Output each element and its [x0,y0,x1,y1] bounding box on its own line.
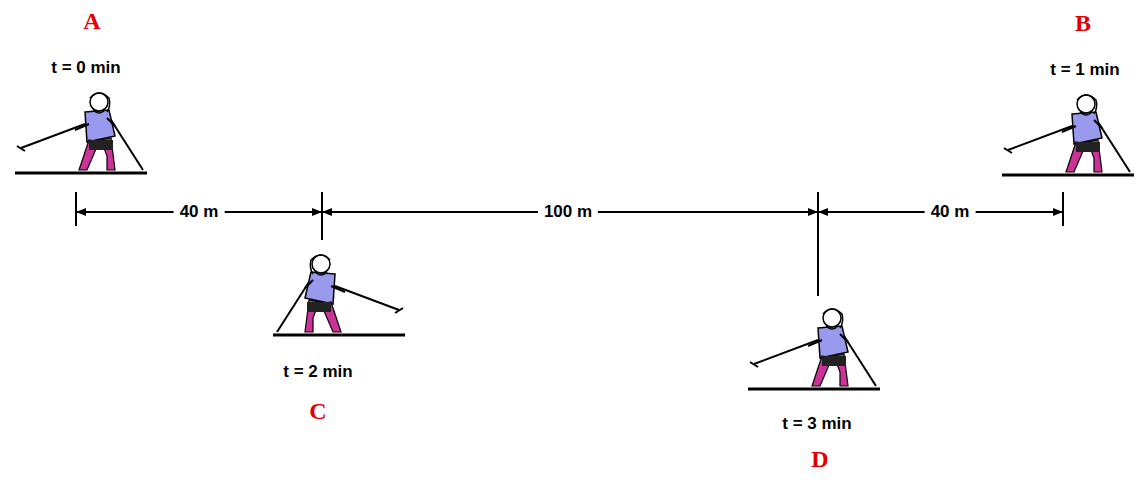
point-letter: B [1075,10,1091,38]
dimension-label: 100 m [538,202,598,222]
time-label: t = 3 min [782,414,851,434]
dimension-label: 40 m [174,202,225,222]
time-label: t = 2 min [283,362,352,382]
dimension-lines [76,192,1063,296]
dimension-label: 40 m [925,202,976,222]
skier [1002,95,1134,175]
time-label: t = 1 min [1050,60,1119,80]
point-letter: D [811,446,828,474]
skier [273,255,405,335]
time-label: t = 0 min [51,58,120,78]
point-letter: C [309,398,326,426]
point-letter: A [83,8,100,36]
skier [15,93,147,173]
skier [748,309,880,389]
